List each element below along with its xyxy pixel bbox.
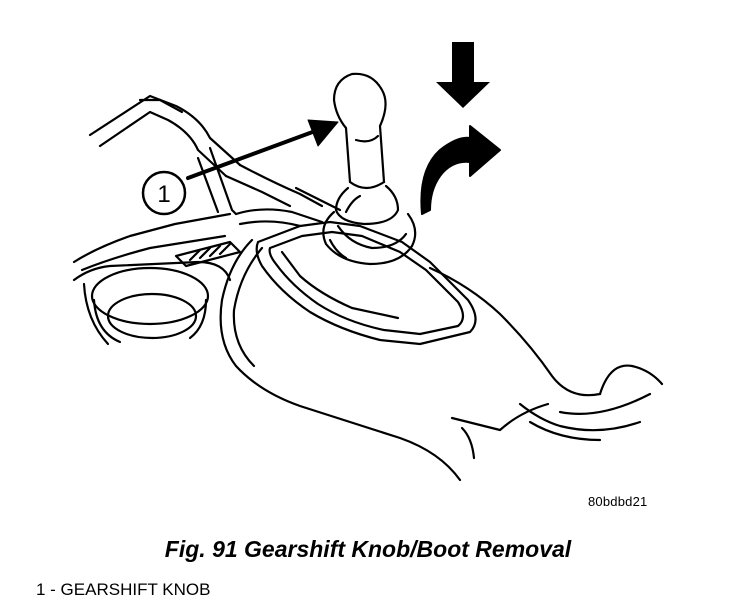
dashboard-panel [72,94,324,272]
callout-leader [186,119,339,180]
figure-caption: Fig. 91 Gearshift Knob/Boot Removal [164,536,572,562]
boot-bezel [255,220,477,346]
cup-holder [72,260,232,346]
figure-reference-code: 80bdbd21 [588,494,648,509]
arrow-down-icon [436,42,490,108]
curved-arrow-icon [420,125,501,215]
shift-boot [322,194,417,266]
center-stack [234,186,342,228]
legend-item: 1 - GEARSHIFT KNOB [36,580,211,599]
gearshift-knob [332,72,400,226]
center-console [219,238,664,482]
callout-number: 1 [157,181,170,208]
callout-circle [141,170,187,216]
